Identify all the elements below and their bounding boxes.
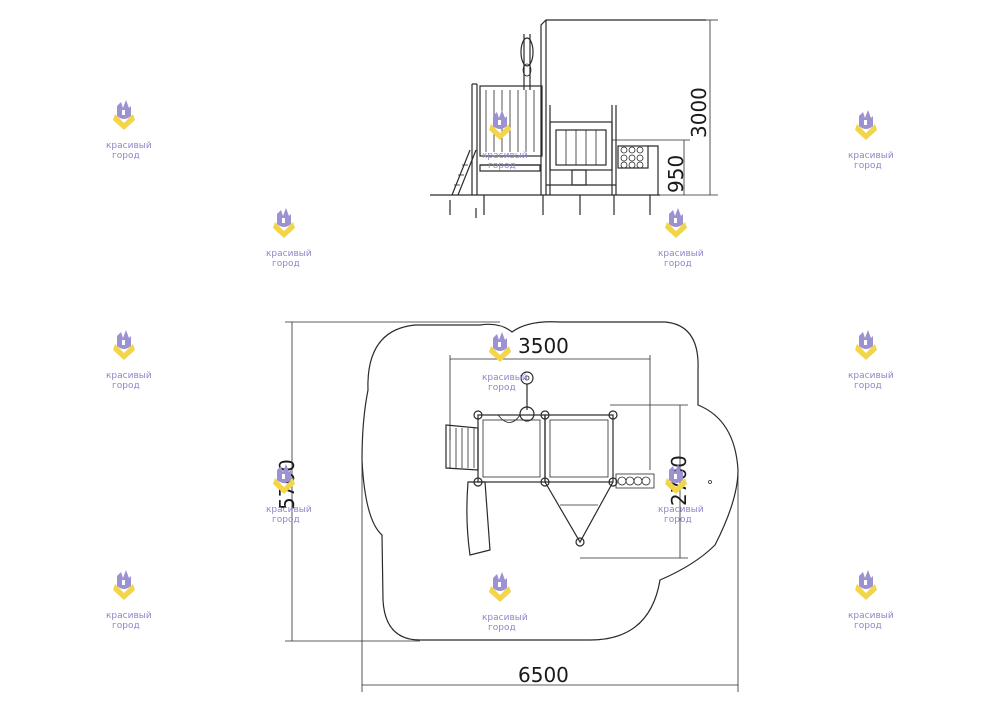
watermark-7-line1: красивый [482, 373, 528, 383]
watermark-11 [113, 570, 135, 600]
watermark-8-line1: красивый [848, 371, 894, 381]
dimension-platform-height: 950 [664, 155, 688, 193]
watermark-6-line1: красивый [106, 371, 152, 381]
watermark-4 [273, 208, 295, 238]
watermark-5-line2: город [664, 259, 692, 269]
watermark-8-line2: город [854, 381, 882, 391]
watermark-3-line2: город [854, 161, 882, 171]
watermark-11-line1: красивый [106, 611, 152, 621]
watermark-1-line2: город [112, 151, 140, 161]
watermark-6 [113, 330, 135, 360]
watermark-10-line1: красивый [658, 505, 704, 515]
side-elevation [430, 19, 718, 218]
dimension-width-bottom: 6500 [518, 663, 569, 687]
watermark-2-line2: город [488, 161, 516, 171]
watermark-4-line2: город [272, 259, 300, 269]
watermark-11-line2: город [112, 621, 140, 631]
watermark-13 [855, 570, 877, 600]
watermark-12 [489, 572, 511, 602]
watermark-13-line1: красивый [848, 611, 894, 621]
watermark-6-line2: город [112, 381, 140, 391]
watermark-9-line2: город [272, 515, 300, 525]
dimension-height-total: 3000 [687, 87, 711, 138]
watermark-5-line1: красивый [658, 249, 704, 259]
watermark-9-line1: красивый [266, 505, 312, 515]
watermark-2 [489, 110, 511, 140]
watermark-7-line2: город [488, 383, 516, 393]
watermark-13-line2: город [854, 621, 882, 631]
watermark-4-line1: красивый [266, 249, 312, 259]
watermark-10-line2: город [664, 515, 692, 525]
watermark-8 [855, 330, 877, 360]
dimension-width-top: 3500 [518, 334, 569, 358]
watermark-12-line1: красивый [482, 613, 528, 623]
watermark-3 [855, 110, 877, 140]
watermark-3-line1: красивый [848, 151, 894, 161]
watermark-5 [665, 208, 687, 238]
watermark-12-line2: город [488, 623, 516, 633]
watermark-1-line1: красивый [106, 141, 152, 151]
watermark-1 [113, 100, 135, 130]
watermark-7 [489, 332, 511, 362]
safety-zone-outline [361, 321, 739, 641]
watermark-2-line1: красивый [482, 151, 528, 161]
